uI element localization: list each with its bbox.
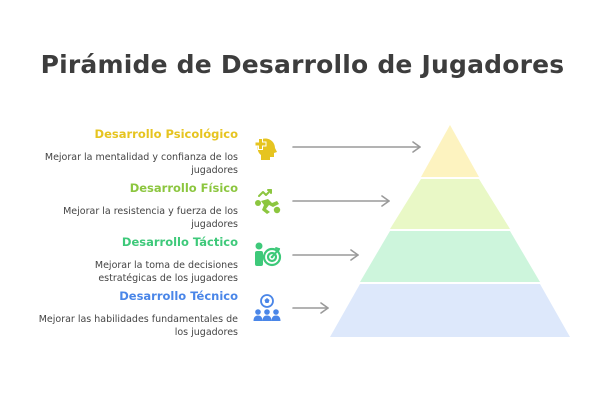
level-desc-technical: Mejorar las habilidades fundamentales de… [38, 314, 238, 338]
arrow-physical [292, 195, 390, 207]
arrow-psychological [292, 141, 421, 153]
pyramid-tier-technical [330, 284, 570, 337]
pyramid-tier-physical [390, 179, 510, 229]
level-desc-physical: Mejorar la resistencia y fuerza de los j… [63, 206, 238, 230]
arrow-tactical [292, 249, 359, 261]
level-desc-psychological: Mejorar la mentalidad y confianza de los… [44, 152, 238, 176]
arrow-technical [292, 302, 329, 314]
team-ball-icon [253, 294, 281, 321]
person-target-icon [255, 242, 282, 267]
runner-trend-icon [255, 189, 281, 214]
level-title-technical: Desarrollo Técnico [119, 289, 238, 303]
page-title: Pirámide de Desarrollo de Jugadores [40, 50, 565, 79]
pyramid-tier-psychological [421, 125, 479, 177]
pyramid-tier-tactical [360, 231, 540, 282]
level-title-tactical: Desarrollo Táctico [121, 235, 238, 249]
head-plus-icon [254, 138, 277, 160]
level-title-physical: Desarrollo Físico [129, 181, 238, 195]
level-title-psychological: Desarrollo Psicológico [94, 127, 238, 141]
level-desc-tactical: Mejorar la toma de decisiones estratégic… [94, 260, 238, 284]
